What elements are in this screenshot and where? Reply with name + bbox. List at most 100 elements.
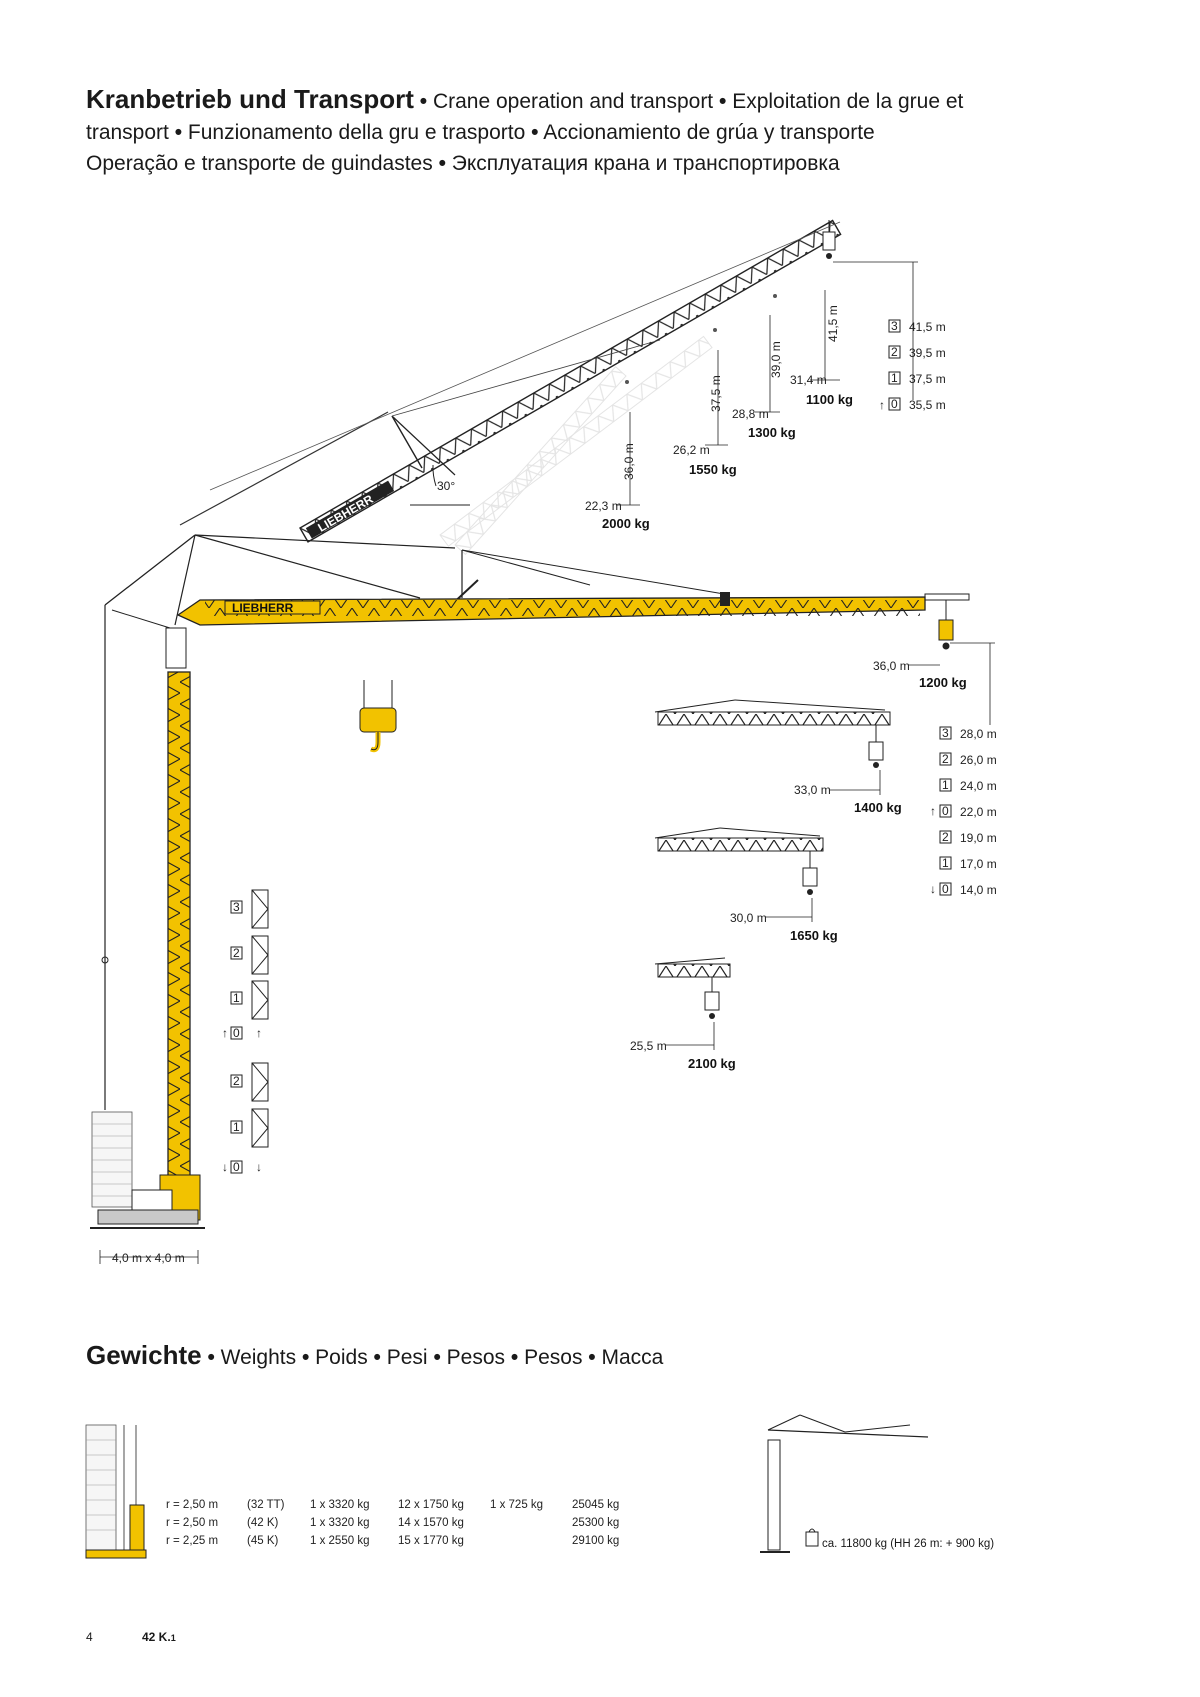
separator: • [510, 1346, 519, 1369]
weights-col-radius: r = 2,50 m r = 2,50 m r = 2,25 m [166, 1496, 218, 1550]
step-number: 0 [233, 1026, 240, 1040]
load-label: 1650 kg [790, 928, 838, 943]
title-es: Accionamiento de grúa y transporte [543, 121, 875, 144]
weights-en: Weights [220, 1346, 297, 1369]
separator: • [588, 1346, 596, 1369]
step-number: 2 [942, 830, 949, 844]
ghost-jib [439, 335, 713, 556]
weights-title-main: Gewichte [86, 1340, 202, 1370]
title-fr: Exploitation de la grue et transport [86, 90, 964, 144]
weights-it: Pesi [386, 1346, 428, 1369]
jib-config-25 [654, 957, 731, 1050]
step-number: 1 [233, 991, 240, 1005]
table-cell: r = 2,50 m [166, 1499, 219, 1511]
weights-col-blocks: 12 x 1750 kg 14 x 1570 kg 15 x 1770 kg [398, 1496, 464, 1550]
separator: • [174, 121, 183, 144]
step-number: 1 [233, 1120, 240, 1134]
base-size-label: 4,0 m x 4,0 m [112, 1251, 185, 1265]
title-en: Crane operation and transport [432, 90, 714, 113]
step-number: 2 [233, 1074, 240, 1088]
load-label: 1400 kg [854, 800, 902, 815]
arrow-up-icon: ↑ [930, 804, 936, 818]
table-cell: (32 TT) [247, 1499, 285, 1511]
table-cell: 1 x 3320 kg [310, 1499, 370, 1511]
arrow-down-icon: ↓ [256, 1160, 262, 1174]
luffing-angle: 30° [437, 479, 455, 493]
step-number: 1 [942, 856, 949, 870]
title-it: Funzionamento della gru e trasporto [187, 121, 526, 144]
height-value: 14,0 m [960, 883, 997, 897]
arrow-up-icon: ↑ [222, 1026, 228, 1040]
weights-heading: Gewichte • Weights • Poids • Pesi • Peso… [86, 1340, 663, 1371]
weights-col-tower: (32 TT) (42 K) (45 K) [247, 1496, 285, 1550]
load-label: 1550 kg [689, 462, 737, 477]
height-value: 35,5 m [909, 398, 946, 412]
height-value: 19,0 m [960, 831, 997, 845]
table-cell: 29100 kg [572, 1535, 620, 1547]
separator: • [207, 1346, 215, 1369]
step-number: 3 [891, 319, 898, 333]
weights-pt: Pesos [524, 1346, 583, 1369]
weights-ru: Macca [601, 1346, 664, 1369]
table-cell: 1 x 725 kg [490, 1499, 544, 1511]
horizontal-jib: LIEBHERR [104, 534, 970, 650]
height-value: 39,5 m [909, 346, 946, 360]
separator: • [419, 90, 428, 113]
tower [90, 605, 397, 1229]
weights-col-extra: 1 x 725 kg [490, 1496, 543, 1514]
radius-label: 30,0 m [730, 911, 767, 925]
arrow-down-icon: ↓ [930, 882, 936, 896]
load-label: 1300 kg [748, 425, 796, 440]
table-cell: r = 2,25 m [166, 1535, 219, 1547]
step-number: 0 [891, 397, 898, 411]
radius-label: 31,4 m [790, 373, 827, 387]
separator: • [433, 1346, 441, 1369]
height-value: 22,0 m [960, 805, 997, 819]
table-cell: 1 x 2550 kg [310, 1535, 370, 1547]
load-label: 2100 kg [688, 1056, 736, 1071]
luffed-height-table: 3 41,5 m 2 39,5 m 1 37,5 m ↑ 0 35,5 m [879, 319, 946, 412]
luffed-dimensions [616, 261, 918, 506]
radius-label: 28,8 m [732, 407, 769, 421]
model-name: 42 K.1 [142, 1630, 176, 1644]
separator: • [531, 121, 539, 144]
table-cell: r = 2,50 m [166, 1517, 219, 1529]
step-number: 0 [233, 1160, 240, 1174]
model-label: 42 K. [142, 1630, 171, 1644]
horizontal-brand: LIEBHERR [232, 601, 294, 615]
table-cell: 14 x 1570 kg [398, 1517, 464, 1529]
arrow-up-icon: ↑ [879, 398, 885, 412]
table-cell: 25045 kg [572, 1499, 620, 1511]
height-value: 28,0 m [960, 727, 997, 741]
weights-col-slab: 1 x 3320 kg 1 x 3320 kg 1 x 2550 kg [310, 1496, 369, 1550]
crane-weight-note: ca. 11800 kg (HH 26 m: + 900 kg) [822, 1538, 995, 1550]
jib-config-30 [654, 827, 824, 922]
horizontal-height-table: 3 28,0 m 2 26,0 m 1 24,0 m ↑ 0 22,0 m 2 … [930, 726, 997, 897]
title-ru: Эксплуатация крана и транспортировка [451, 152, 840, 175]
arrow-down-icon: ↓ [222, 1160, 228, 1174]
folded-crane-drawing [760, 1414, 929, 1553]
model-subscript: 1 [170, 1633, 176, 1643]
page-title: Kranbetrieb und Transport • Crane operat… [86, 84, 986, 179]
table-cell: 12 x 1750 kg [398, 1499, 464, 1511]
tower-section-legend: 3 2 1 ↑ 0 ↑ 2 1 ↓ 0 ↓ [222, 889, 269, 1174]
step-number: 1 [891, 371, 898, 385]
radius-label: 25,5 m [630, 1039, 667, 1053]
table-cell: 25300 kg [572, 1517, 620, 1529]
step-number: 2 [891, 345, 898, 359]
step-number: 0 [942, 882, 949, 896]
step-number: 3 [233, 900, 240, 914]
radius-label: 36,0 m [873, 659, 910, 673]
table-cell: (42 K) [247, 1517, 279, 1529]
height-value: 26,0 m [960, 753, 997, 767]
separator: • [373, 1346, 381, 1369]
table-cell: (45 K) [247, 1535, 279, 1547]
table-cell: 15 x 1770 kg [398, 1535, 464, 1547]
hook-height-label: 36,0 m [622, 443, 636, 480]
ballast-drawing [85, 1424, 147, 1559]
step-number: 0 [942, 804, 949, 818]
radius-label: 22,3 m [585, 499, 622, 513]
title-pt: Operação e transporte de guindastes [86, 152, 433, 175]
load-label: 1200 kg [919, 675, 967, 690]
